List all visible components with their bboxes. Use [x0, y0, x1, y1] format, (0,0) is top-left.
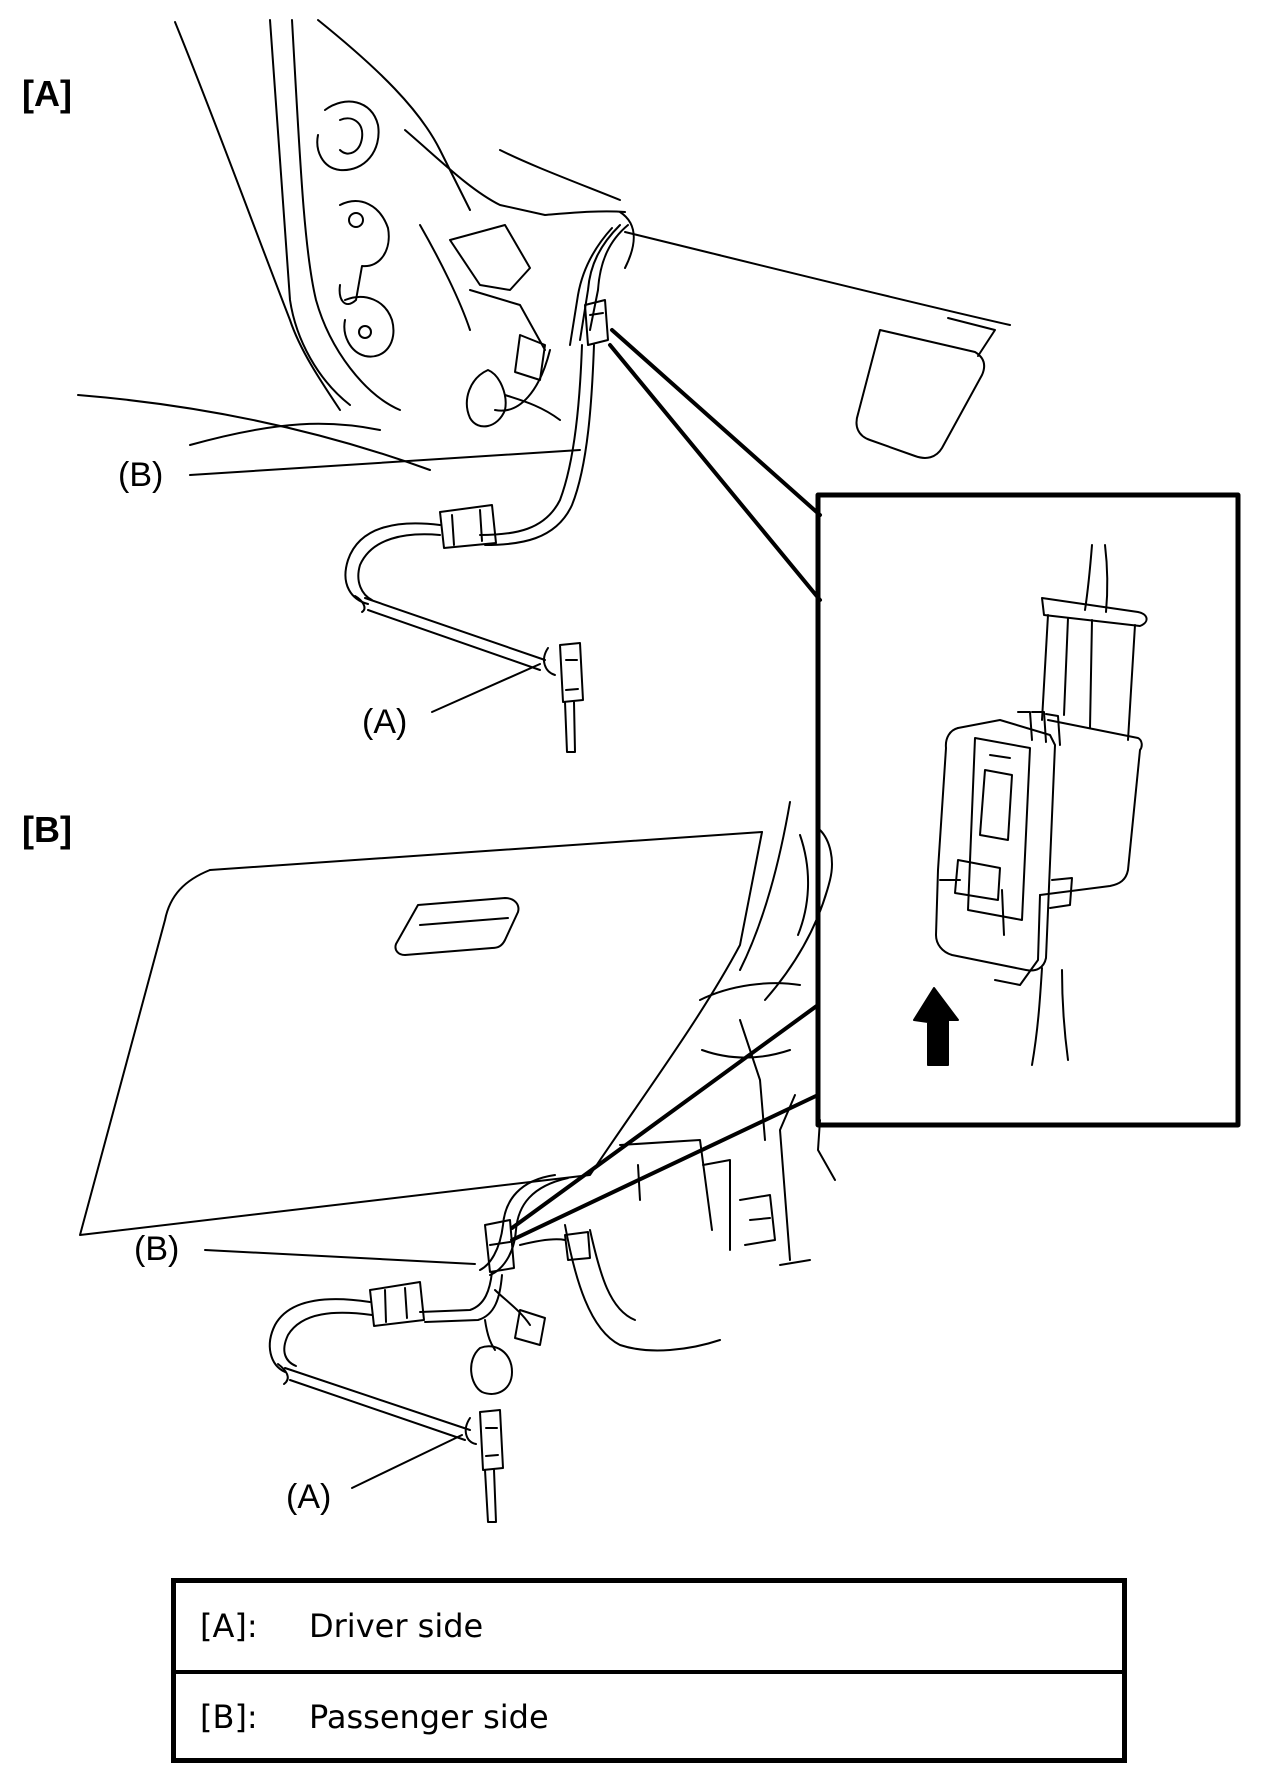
legend-table: [A]: Driver side [B]: Passenger side: [171, 1578, 1127, 1763]
legend-row-passenger: [B]: Passenger side: [176, 1674, 1122, 1759]
zoom-line-a-top: [610, 328, 822, 517]
passenger-side-illustration: [79, 801, 836, 1523]
callout-a-driver: (A): [362, 703, 408, 741]
callout-b-passenger: (B): [134, 1230, 180, 1268]
panel-a-title: [A]: [22, 73, 72, 114]
arrow-up-icon: [913, 987, 959, 1066]
legend-key: [A]:: [200, 1606, 258, 1645]
leader-line-a-b: [189, 449, 581, 476]
callout-b-driver: (B): [118, 456, 164, 494]
legend-row-driver: [A]: Driver side: [176, 1583, 1122, 1668]
leader-line-a-a: [431, 663, 541, 713]
panel-b-title: [B]: [22, 809, 72, 850]
connector-detail-inset: [815, 492, 1241, 1128]
legend-value: Driver side: [309, 1606, 484, 1645]
legend-divider: [176, 1670, 1122, 1674]
legend-key: [B]:: [200, 1697, 258, 1736]
legend-value: Passenger side: [309, 1697, 549, 1736]
driver-side-illustration: [77, 19, 1011, 753]
inset-frame: [815, 492, 1241, 1128]
zoom-line-b-bottom: [510, 1093, 820, 1242]
leader-line-b-a: [351, 1434, 463, 1489]
zoom-line-b-top: [510, 1003, 820, 1230]
leader-line-b-b: [204, 1249, 476, 1265]
zoom-line-a-bottom: [608, 343, 822, 602]
callout-a-passenger: (A): [286, 1478, 332, 1516]
